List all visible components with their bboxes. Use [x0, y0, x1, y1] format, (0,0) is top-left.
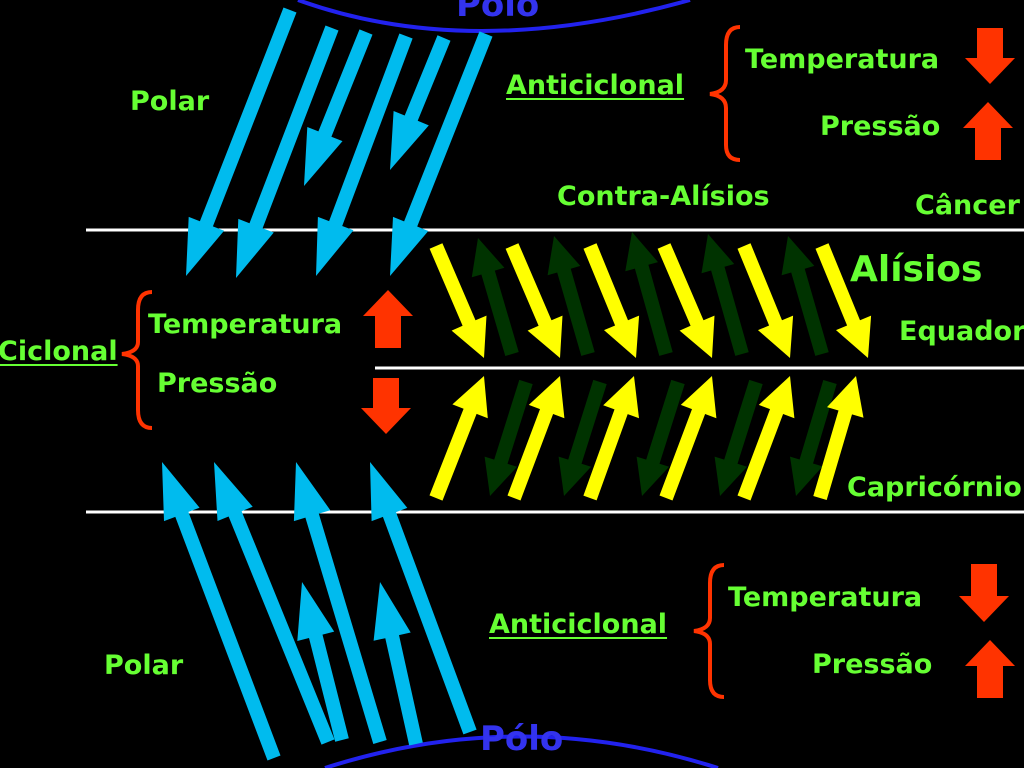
counter-trade-arrow-south: [558, 379, 607, 496]
counter-trade-arrow-north: [547, 236, 595, 356]
temperatura-label-bottom: Temperatura: [728, 582, 923, 613]
anticiclonal-label-bottom: Anticiclonal: [489, 609, 668, 640]
polar-wind-arrow-north: [304, 29, 373, 187]
counter-trade-arrow-north: [625, 232, 673, 356]
pole-label-bottom: Pólo: [480, 719, 564, 759]
bracket-top: [709, 25, 741, 162]
temperature-down-indicator-bottom: [959, 564, 1009, 622]
polar-wind-arrow-south: [162, 462, 281, 761]
polar-wind-arrow-south: [373, 582, 423, 746]
trade-wind-arrow-south: [813, 376, 864, 500]
polar-wind-arrow-north: [186, 7, 297, 276]
trade-wind-arrow-north: [505, 243, 563, 358]
pressure-up-indicator-bottom: [965, 640, 1015, 698]
contra-alisios-label: Contra-Alísios: [557, 181, 770, 212]
trade-wind-arrow-south: [507, 376, 565, 501]
polar-label-top: Polar: [130, 86, 210, 117]
bracket-bottom: [693, 563, 725, 699]
bracket-mid: [121, 290, 153, 430]
pole-top-curve: [297, 0, 691, 33]
counter-trade-arrow-north: [701, 234, 749, 356]
polar-wind-arrow-south: [297, 582, 349, 742]
alisios-label: Alísios: [850, 249, 983, 290]
polar-wind-arrow-south: [370, 462, 477, 735]
pressure-down-indicator-mid: [361, 378, 411, 434]
temperature-up-indicator-mid: [363, 290, 413, 348]
trade-wind-arrow-north: [737, 243, 794, 358]
counter-trade-arrow-south: [636, 379, 685, 496]
trade-wind-arrow-south: [583, 376, 639, 501]
counter-trade-arrow-north: [471, 238, 519, 356]
anticiclonal-label-top: Anticiclonal: [506, 70, 685, 101]
polar-wind-arrow-north: [316, 33, 413, 276]
ciclonal-label: Ciclonal: [0, 336, 118, 367]
counter-trade-arrow-south: [714, 379, 763, 496]
temperatura-label-mid: Temperatura: [148, 309, 343, 340]
polar-wind-arrow-south: [293, 462, 387, 744]
equador-label: Equador: [899, 316, 1024, 347]
counter-trade-arrow-south: [790, 380, 837, 496]
pressao-label-bottom: Pressão: [812, 649, 933, 680]
cancer-label: Câncer: [915, 190, 1020, 221]
trade-wind-arrow-north: [429, 243, 487, 358]
counter-trade-arrow-south: [484, 379, 533, 496]
arrows-group: [162, 7, 1015, 761]
pressao-label-top: Pressão: [820, 111, 941, 142]
trade-wind-arrow-north: [657, 243, 715, 358]
pole-bottom-curve: [324, 734, 719, 768]
temperatura-label-top: Temperatura: [745, 44, 940, 75]
trade-wind-arrow-south: [429, 376, 488, 501]
trade-wind-arrow-north: [583, 243, 640, 358]
polar-wind-arrow-south: [214, 462, 335, 745]
polar-wind-arrow-north: [236, 25, 339, 278]
pressao-label-mid: Pressão: [157, 368, 278, 399]
counter-trade-arrow-north: [781, 236, 829, 356]
polar-label-bottom: Polar: [104, 650, 184, 681]
temperature-down-indicator-top: [965, 28, 1015, 84]
capricornio-label: Capricórnio: [847, 472, 1022, 503]
polar-wind-arrow-north: [390, 31, 493, 277]
pressure-up-indicator-top: [963, 102, 1013, 160]
polar-wind-arrow-north: [390, 35, 451, 170]
trade-wind-arrow-north: [815, 243, 872, 358]
trade-wind-arrow-south: [737, 376, 795, 501]
trade-wind-arrow-south: [659, 376, 717, 501]
pole-label-top: Pólo: [456, 0, 540, 25]
